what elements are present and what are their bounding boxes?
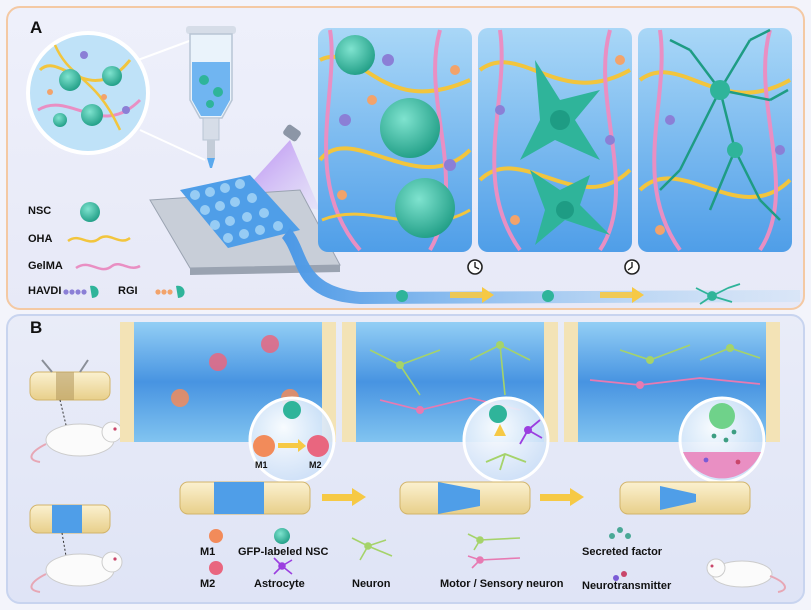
- nerve-conduit-3: [619, 481, 751, 515]
- legend-gelma-icon: [75, 263, 141, 271]
- inset-m1-label: M1: [255, 460, 268, 470]
- zoom-line: [139, 129, 206, 161]
- inset-secretion: [678, 396, 766, 484]
- stream-differentiating-cell-icon: [542, 290, 554, 302]
- clock-icon: [624, 259, 640, 275]
- panel-b-label: B: [30, 318, 43, 337]
- legend-neuron-icon: [351, 537, 393, 561]
- legend-secreted-factor-icon: [609, 527, 631, 539]
- inset-m2-label: M2: [309, 460, 322, 470]
- legend-gelma-label: GelMA: [28, 260, 63, 272]
- legend-gfp-nsc-label: GFP-labeled NSC: [238, 546, 329, 558]
- stream-nsc-icon: [396, 290, 408, 302]
- legend-m1-icon: [209, 529, 223, 543]
- rat-injury-model: [29, 359, 123, 463]
- progress-arrow: [322, 488, 366, 506]
- clock-icon: [467, 259, 483, 275]
- stage-panel-2: [478, 28, 632, 252]
- inset-differentiation: [462, 396, 550, 484]
- legend-astrocyte-label: Astrocyte: [254, 578, 305, 590]
- panel-a-label: A: [30, 18, 43, 37]
- mature-neuron: [659, 28, 789, 221]
- nsc-cell: [395, 178, 455, 238]
- legend-havdi-icon: [63, 285, 99, 298]
- nsc-cell: [335, 35, 375, 75]
- hydrogel-zoom-bubble: [26, 31, 150, 155]
- legend-havdi-label: HAVDI: [28, 285, 62, 297]
- legend-rgi-icon: [155, 285, 185, 298]
- legend-oha-label: OHA: [28, 233, 53, 245]
- legend-motor-sensory-label: Motor / Sensory neuron: [440, 578, 564, 590]
- nerve-conduit-1: [179, 481, 311, 515]
- legend-rgi-label: RGI: [118, 285, 138, 297]
- legend-nsc-icon: [80, 202, 100, 222]
- legend-nsc-label: NSC: [28, 205, 52, 217]
- progress-arrow: [540, 488, 584, 506]
- stream-arrows: [450, 287, 644, 303]
- hydrogel-stream: [282, 228, 800, 304]
- legend-m1-label: M1: [200, 546, 216, 558]
- rat-implant-model: [29, 504, 123, 593]
- legend-oha-icon: [67, 235, 131, 243]
- legend-gfp-nsc-icon: [274, 528, 290, 544]
- legend-sensory-neuron-icon: [467, 555, 521, 569]
- stage-panel-1: [318, 28, 472, 252]
- stream-neuron-icon: [695, 283, 741, 305]
- legend-m2-label: M2: [200, 578, 216, 590]
- nsc-cell: [380, 98, 440, 158]
- inset-macrophage-polarization: [248, 396, 336, 484]
- legend-neurotransmitter-label: Neurotransmitter: [582, 580, 672, 592]
- legend-motor-neuron-icon: [467, 533, 521, 551]
- legend-astrocyte-icon: [273, 557, 293, 575]
- nerve-conduit-2: [399, 481, 531, 515]
- bioprinter-syringe: [186, 26, 236, 168]
- stage-panel-3: [638, 28, 792, 252]
- legend-neurotransmitter-icon: [613, 571, 627, 581]
- legend-secreted-factor-label: Secreted factor: [582, 546, 663, 558]
- zoom-line: [137, 39, 193, 61]
- recovered-rat: [706, 558, 786, 593]
- legend-neuron-label: Neuron: [352, 578, 391, 590]
- printed-scaffold: [180, 175, 300, 248]
- legend-m2-icon: [209, 561, 223, 575]
